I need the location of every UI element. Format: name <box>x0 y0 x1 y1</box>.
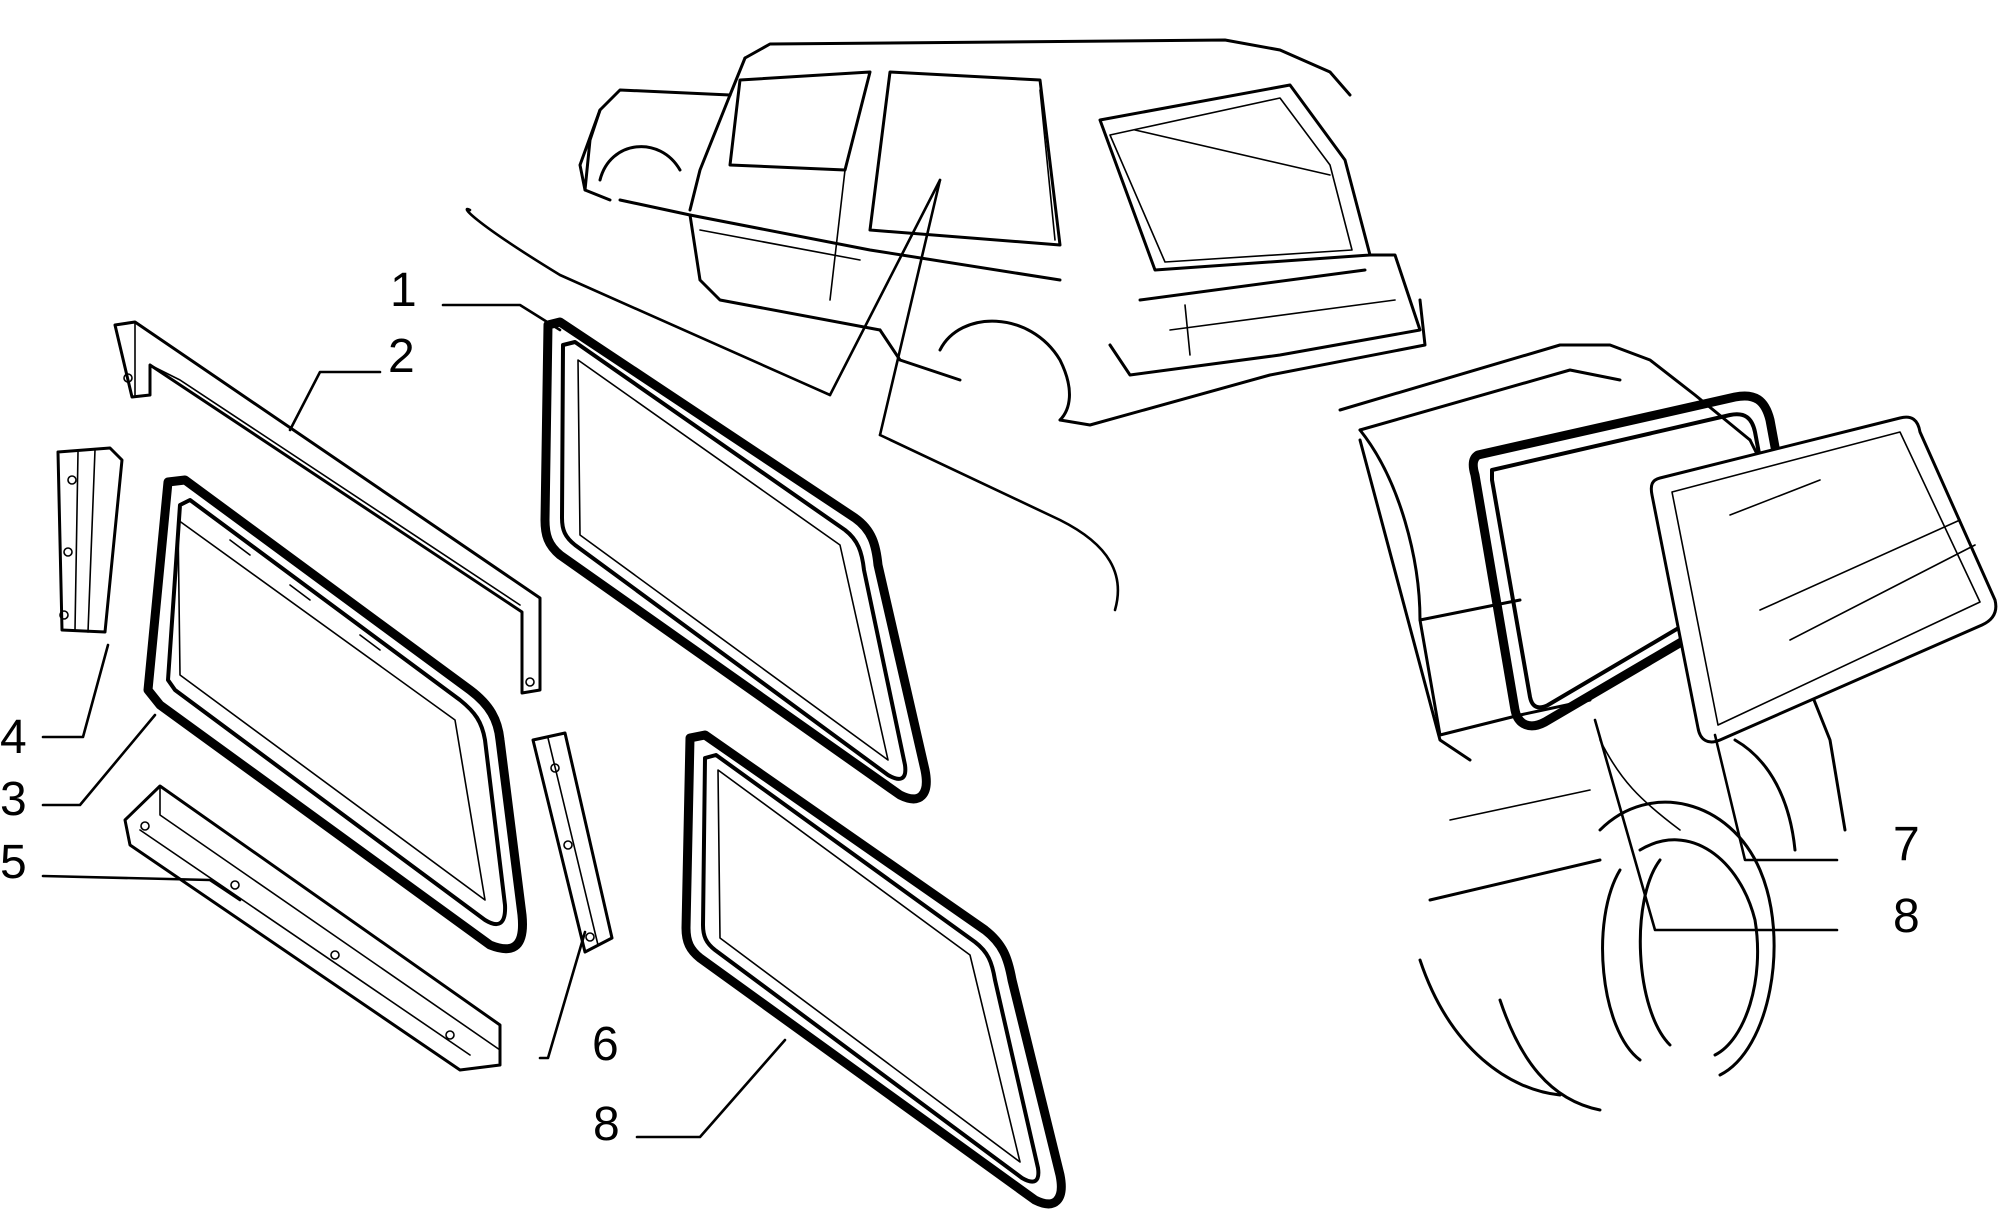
part-6-side-strip <box>531 731 614 954</box>
callout-4: 3 <box>0 773 27 826</box>
callout-5: 5 <box>0 836 27 889</box>
callout-6: 6 <box>592 1018 619 1071</box>
callout-3: 4 <box>0 711 27 764</box>
car-rear-quarter-illustration <box>1338 343 1847 1112</box>
callout-leaders <box>41 303 1839 1139</box>
callout-labels: 1 2 4 3 5 6 8 7 8 <box>0 264 1920 1151</box>
callout-2: 2 <box>388 330 415 383</box>
part-1-fixed-glass <box>540 317 931 804</box>
part-3-framed-glass <box>143 475 528 954</box>
part-5-lower-channel <box>123 784 502 1072</box>
callout-7: 7 <box>1893 818 1920 871</box>
part-2-upper-channel <box>113 320 542 695</box>
part-8-framed-glass-lower <box>681 730 1066 1209</box>
callout-1: 1 <box>390 264 417 317</box>
car-body-illustration <box>465 38 1427 612</box>
part-4-side-strip <box>56 446 124 634</box>
callout-8-lower: 8 <box>593 1098 620 1151</box>
part-7-quarter-glass <box>1649 415 1998 744</box>
callout-8-right: 8 <box>1893 890 1920 943</box>
